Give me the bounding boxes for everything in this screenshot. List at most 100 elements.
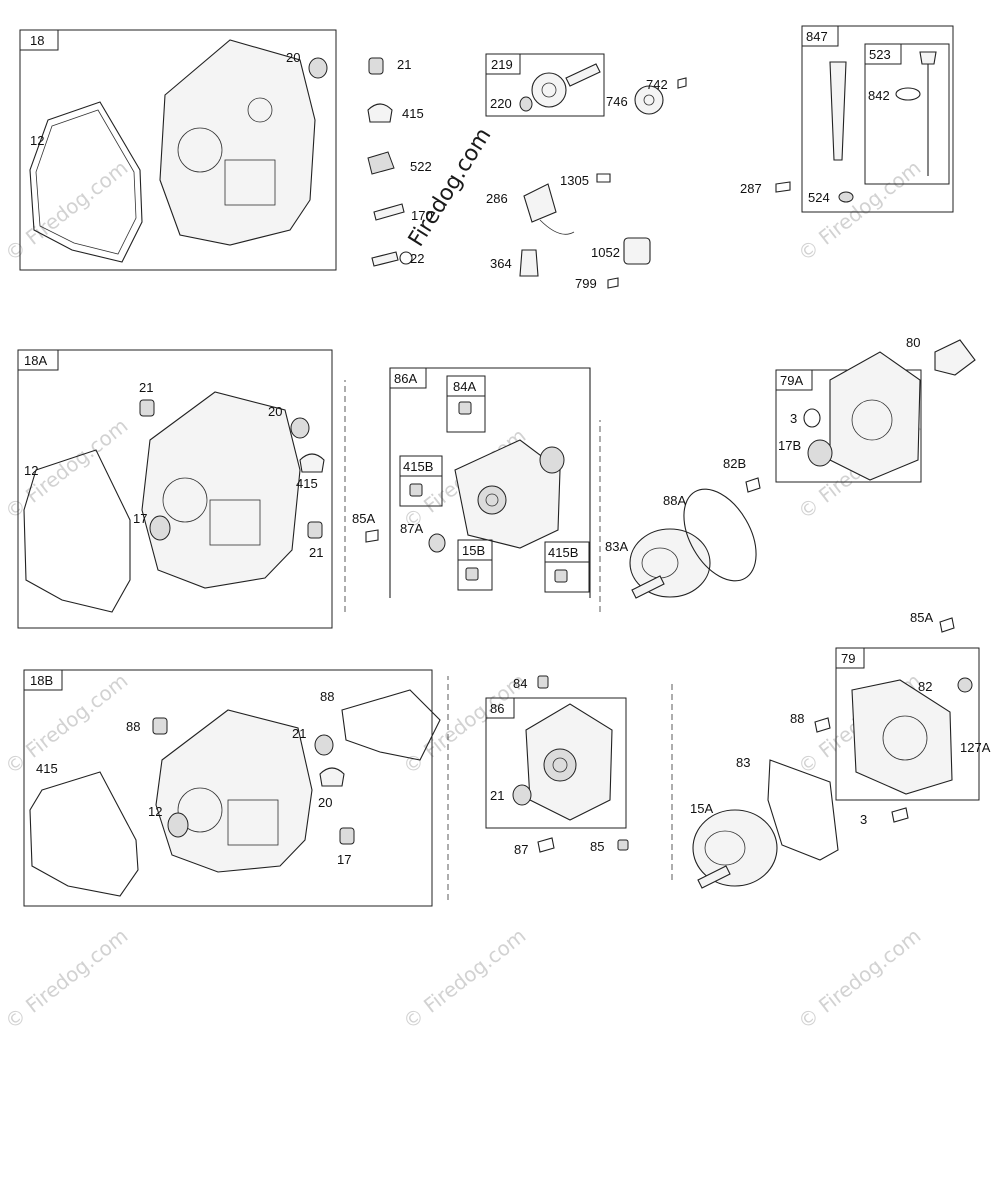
box-label-84A: 84A — [453, 379, 476, 394]
label-21-top: 21 — [397, 57, 411, 72]
frame-18A — [17, 349, 333, 629]
label-88: 83 — [736, 755, 750, 770]
group-18: 18 20 12 — [19, 29, 337, 271]
label-746: 746 — [606, 94, 628, 109]
cover-79A-hub — [851, 399, 893, 441]
wire-286 — [539, 219, 575, 235]
group-18A: 18A 21 20 415 12 17 21 — [17, 349, 333, 629]
crankcase-18-port — [247, 97, 273, 123]
shaft-219 — [565, 63, 601, 87]
group-18B: 18B 415 88 21 20 12 17 88 — [23, 669, 449, 907]
frame-523 — [864, 43, 950, 185]
frame-86A — [390, 367, 591, 598]
cap-415-18A — [299, 453, 325, 473]
label-3-79: 127A — [960, 740, 991, 755]
label-85: 87 — [514, 842, 528, 857]
washer-524 — [838, 191, 854, 203]
label-170: 170 — [411, 208, 433, 223]
watermark-10: © Firedog.com — [398, 923, 530, 1033]
box-label-15B: 15B — [462, 543, 485, 558]
crankcase-18-body — [224, 159, 276, 206]
bolt-170 — [373, 203, 405, 221]
box-label-847: 847 — [806, 29, 828, 44]
drum-83A — [629, 528, 711, 598]
label-415-18B: 20 — [318, 795, 332, 810]
box-label-79: 79 — [841, 651, 855, 666]
cover-86-bearing — [543, 748, 577, 782]
box-label-415B: 415B — [403, 459, 433, 474]
label-88A: 88A — [663, 493, 686, 508]
box-label-18: 18 — [30, 33, 44, 48]
frame-18 — [19, 29, 337, 271]
group-switch-parts: 1305 286 364 1052 799 — [486, 173, 651, 291]
label-287: 287 — [740, 181, 762, 196]
shaft-83 — [697, 865, 731, 889]
group-79: 79 82 127A 3 — [835, 647, 991, 827]
plug-21b-18B — [339, 827, 355, 845]
label-84: 84 — [513, 676, 527, 691]
crankcase-18A-bore — [162, 477, 208, 523]
sensor-364 — [519, 249, 539, 277]
label-87: 21 — [490, 788, 504, 803]
cover-79-hub — [882, 715, 928, 761]
watermark-3: © Firedog.com — [0, 413, 132, 523]
cover-86A-hub — [485, 493, 499, 507]
label-3-79A: 3 — [790, 411, 797, 426]
screw-1305 — [596, 173, 611, 183]
plug-21b-18A — [307, 521, 323, 539]
watermark-group: © Firedog.com © Firedog.com © Firedog.co… — [0, 155, 925, 1033]
flange-80 — [934, 339, 976, 376]
plug-15B — [465, 567, 479, 581]
plug-21-18B — [152, 717, 168, 735]
drum-83 — [692, 809, 778, 887]
label-522: 522 — [410, 159, 432, 174]
gear-219 — [531, 72, 567, 108]
ring-88A — [683, 488, 757, 582]
label-21-18A: 21 — [139, 380, 153, 395]
label-82: 88 — [790, 711, 804, 726]
label-22: 22 — [410, 251, 424, 266]
label-box-18A — [17, 349, 59, 371]
seal-17-18A — [149, 515, 171, 541]
cover-86A — [454, 439, 561, 549]
box-label-523: 523 — [869, 47, 891, 62]
gear-219-hub — [541, 82, 557, 98]
seal-87A — [428, 533, 446, 553]
label-415-18A: 415 — [296, 476, 318, 491]
label-box-415B-b — [544, 541, 590, 563]
part-522 — [367, 151, 395, 175]
group-847: 847 523 842 524 287 — [740, 25, 954, 213]
label-12-18B: 415 — [36, 761, 58, 776]
plug-15A — [617, 839, 629, 851]
label-524: 524 — [808, 190, 830, 205]
label-85A-right: 85A — [910, 610, 933, 625]
crankcase-18A — [141, 391, 301, 589]
gasket-12-18A — [23, 449, 131, 613]
gear-746-hub — [643, 94, 655, 106]
box-label-18B: 18B — [30, 673, 53, 688]
crankcase-18B-body — [227, 799, 279, 846]
label-83A: 83A — [605, 539, 628, 554]
crankcase-18B-bore — [177, 787, 223, 833]
group-79A: 79A 3 17B 80 85A — [775, 335, 976, 633]
plug-127A — [957, 677, 973, 693]
label-80: 80 — [906, 335, 920, 350]
label-21b-18B: 17 — [337, 852, 351, 867]
watermark-9: © Firedog.com — [0, 923, 132, 1033]
cover-79A — [829, 351, 921, 481]
screw-799 — [607, 277, 619, 289]
box-label-79A: 79A — [780, 373, 803, 388]
seal-87 — [512, 784, 532, 806]
gasket-88 — [767, 759, 839, 861]
label-742: 742 — [646, 77, 668, 92]
label-box-219 — [485, 53, 521, 75]
frame-18B — [23, 669, 433, 907]
watermark-7: © Firedog.com — [398, 668, 530, 778]
box-label-219: 219 — [491, 57, 513, 72]
label-17-18B: 12 — [148, 804, 162, 819]
cover-79 — [851, 679, 953, 795]
bearing-17B — [807, 439, 833, 467]
label-box-523 — [864, 43, 902, 65]
frame-219 — [485, 53, 605, 117]
